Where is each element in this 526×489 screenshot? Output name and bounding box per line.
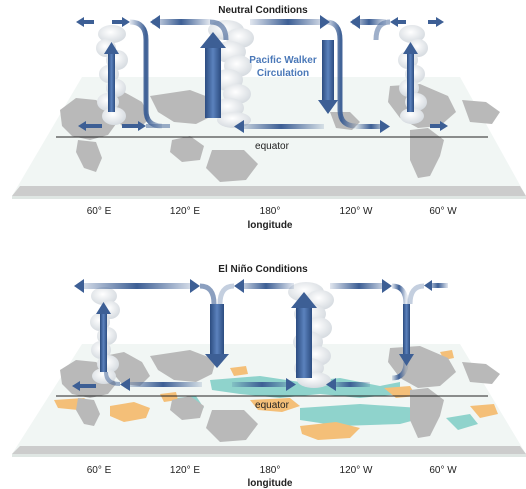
el-nino-diagram: equator 60° E 120° E 180° 120° W 60° W l… xyxy=(12,279,526,489)
x-tick-label: 120° E xyxy=(170,206,200,217)
x-axis-label: longitude xyxy=(248,478,293,489)
x-tick-label: 120° E xyxy=(170,465,200,476)
downdraft-arrow-icon xyxy=(318,100,338,114)
x-tick-label: 120° W xyxy=(340,465,373,476)
walker-label-line2: Circulation xyxy=(257,68,309,79)
equator-label: equator xyxy=(255,400,290,411)
x-axis: 60° E 120° E 180° 120° W 60° W longitude xyxy=(87,206,458,231)
x-tick-label: 60° W xyxy=(429,206,457,217)
x-axis-label: longitude xyxy=(248,220,293,231)
x-tick-label: 120° W xyxy=(340,206,373,217)
sst-anomalies xyxy=(54,350,498,440)
x-tick-label: 180° xyxy=(260,465,281,476)
panel-title-el-nino: El Niño Conditions xyxy=(218,264,308,275)
el-nino-conditions-panel: El Niño Conditions xyxy=(0,258,526,489)
walker-circulation-arrows xyxy=(76,15,448,133)
x-tick-label: 60° W xyxy=(429,465,457,476)
updraft-arrow-icon xyxy=(291,292,317,308)
panel-title-neutral: Neutral Conditions xyxy=(218,5,308,16)
x-tick-label: 60° E xyxy=(87,206,112,217)
neutral-diagram: Pacific Walker Circulation equator 60° E… xyxy=(12,15,526,231)
downdraft-arrow-icon xyxy=(205,354,229,368)
neutral-conditions-panel: Neutral Conditions xyxy=(0,0,526,240)
updraft-arrow-icon xyxy=(200,32,226,48)
x-axis: 60° E 120° E 180° 120° W 60° W longitude xyxy=(87,465,458,489)
x-tick-label: 60° E xyxy=(87,465,112,476)
walker-label-line1: Pacific Walker xyxy=(249,55,317,66)
equator-label: equator xyxy=(255,141,290,152)
walker-circulation-arrows xyxy=(72,279,448,391)
x-tick-label: 180° xyxy=(260,206,281,217)
